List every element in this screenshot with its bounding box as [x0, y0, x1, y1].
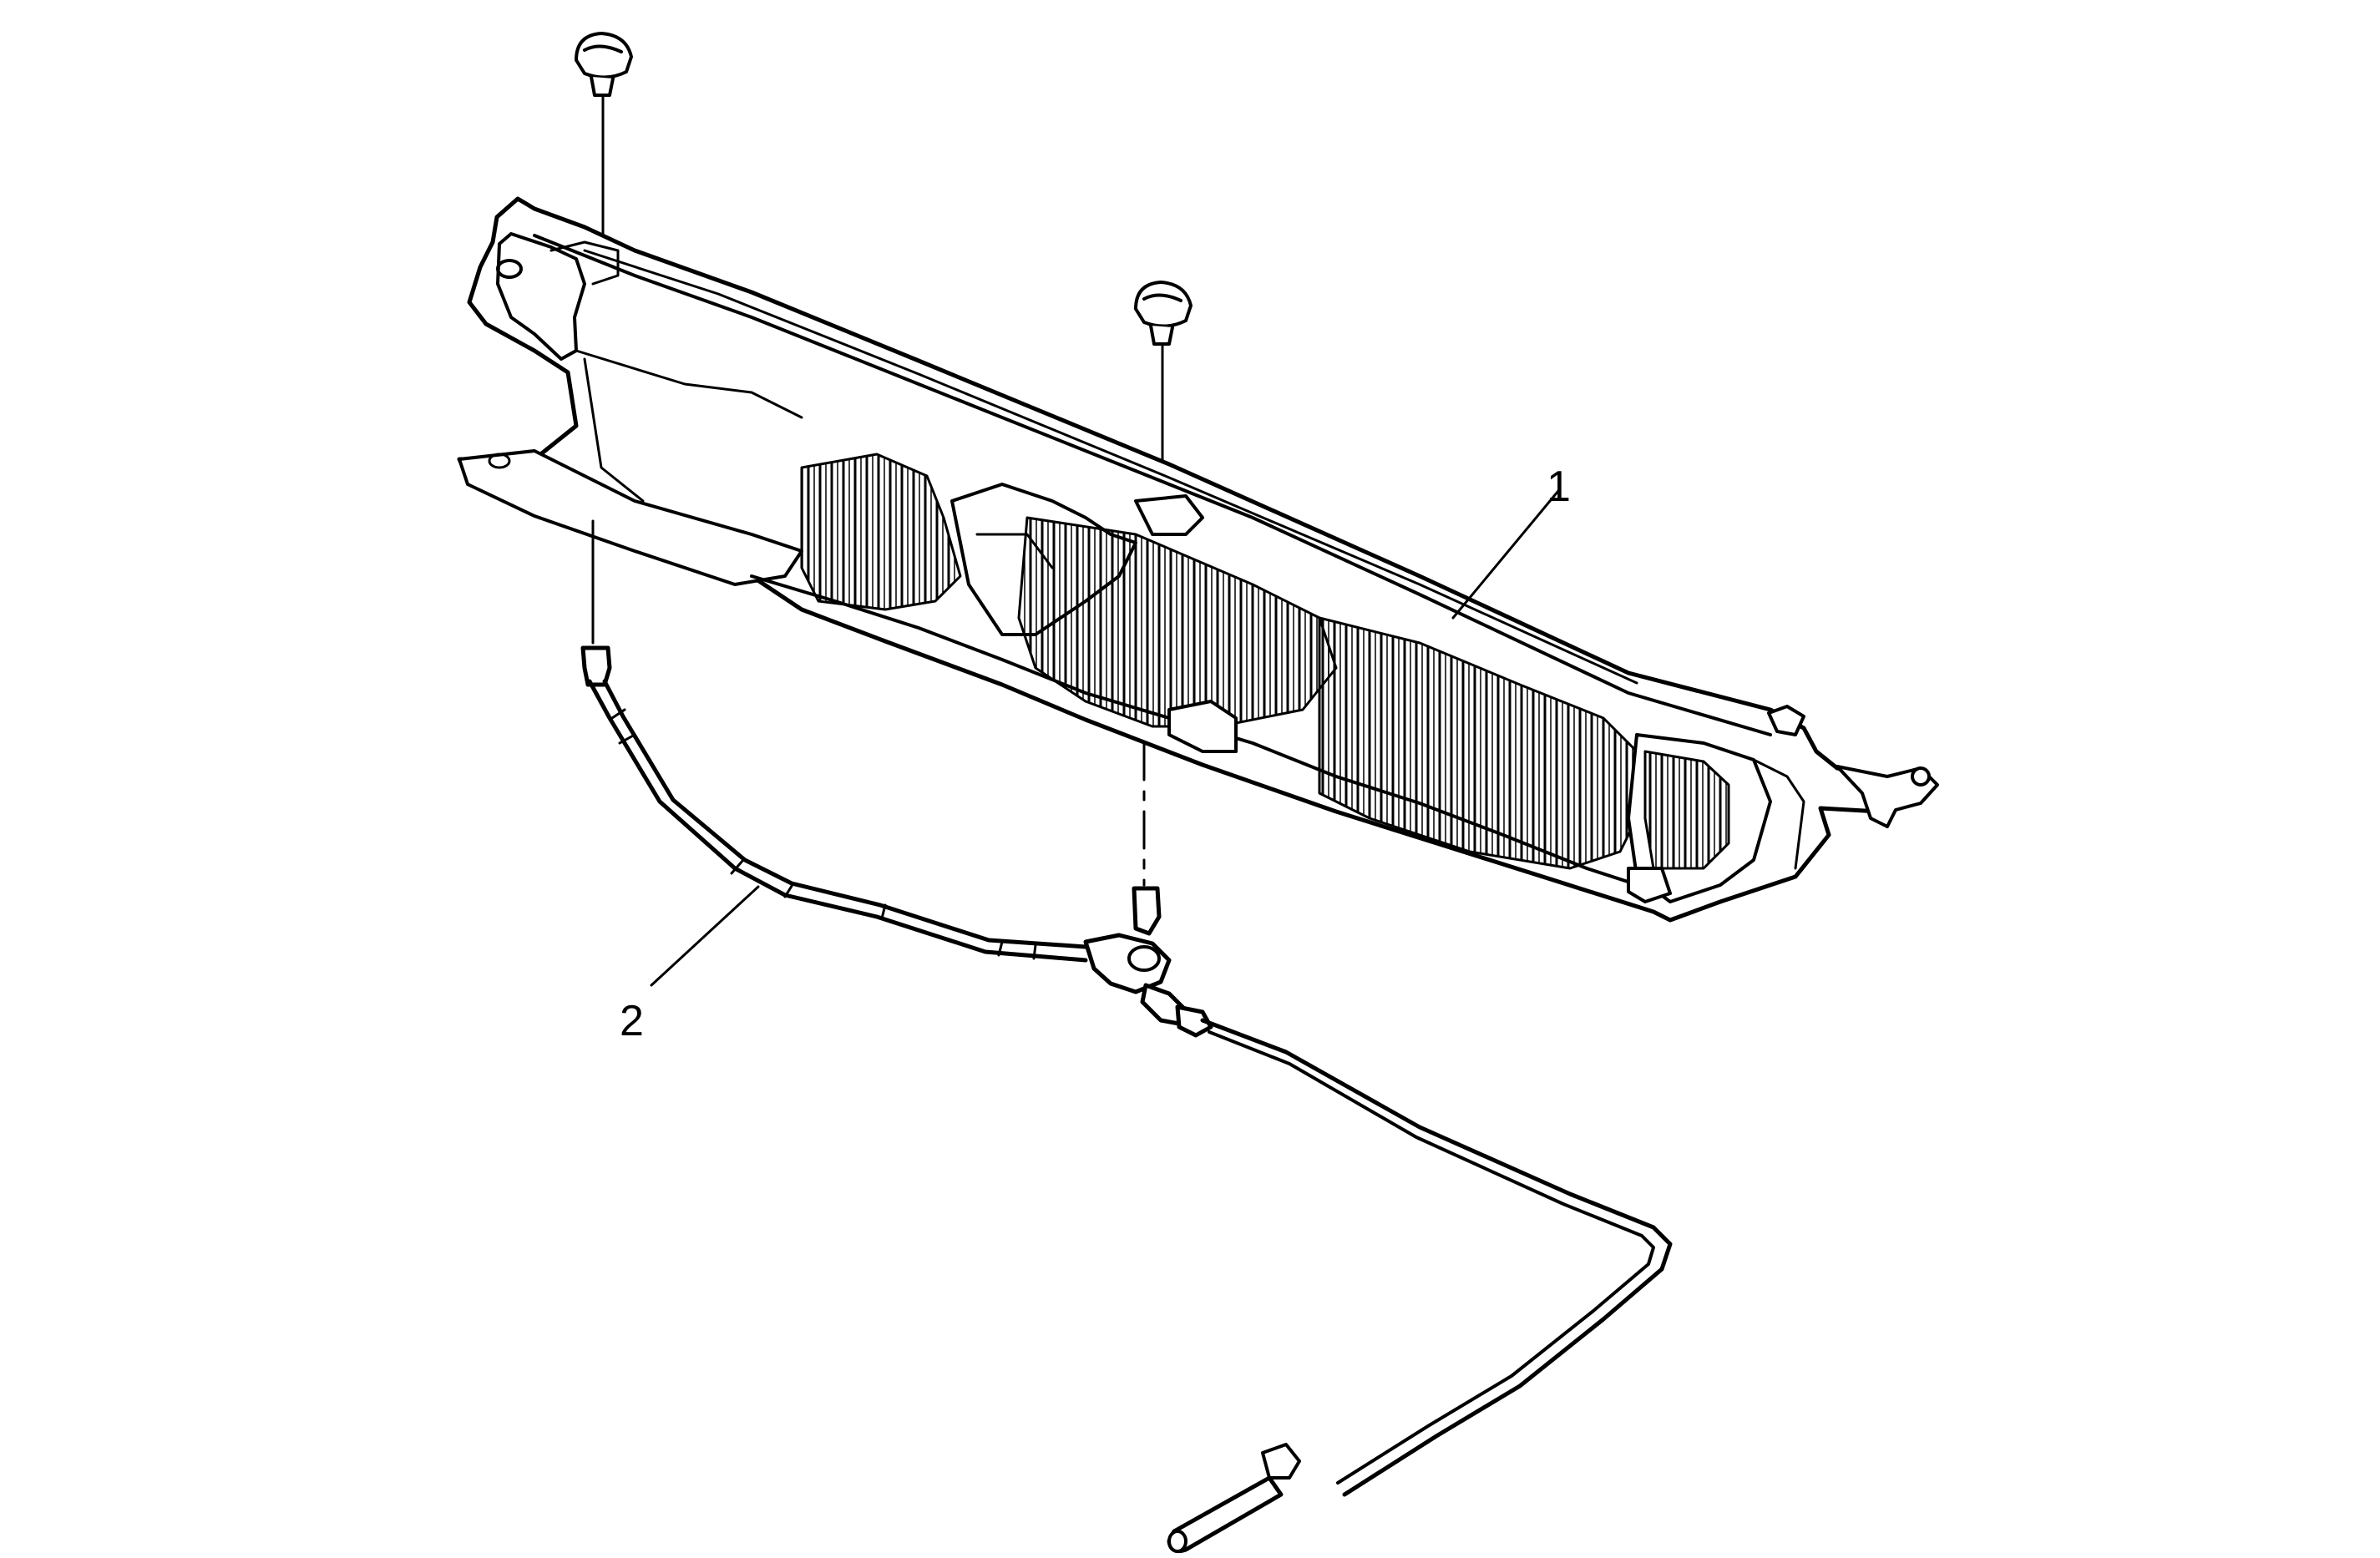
fastener-left-icon [575, 32, 633, 97]
leader-line-1 [1451, 489, 1560, 620]
callout-label-2: 2 [620, 997, 644, 1045]
leader-line-2 [650, 885, 760, 987]
drain-hose-assembly [580, 645, 1673, 1554]
fastener-center-icon [1134, 281, 1193, 346]
cowl-panel [457, 196, 1939, 923]
callout-label-1: 1 [1547, 463, 1571, 511]
